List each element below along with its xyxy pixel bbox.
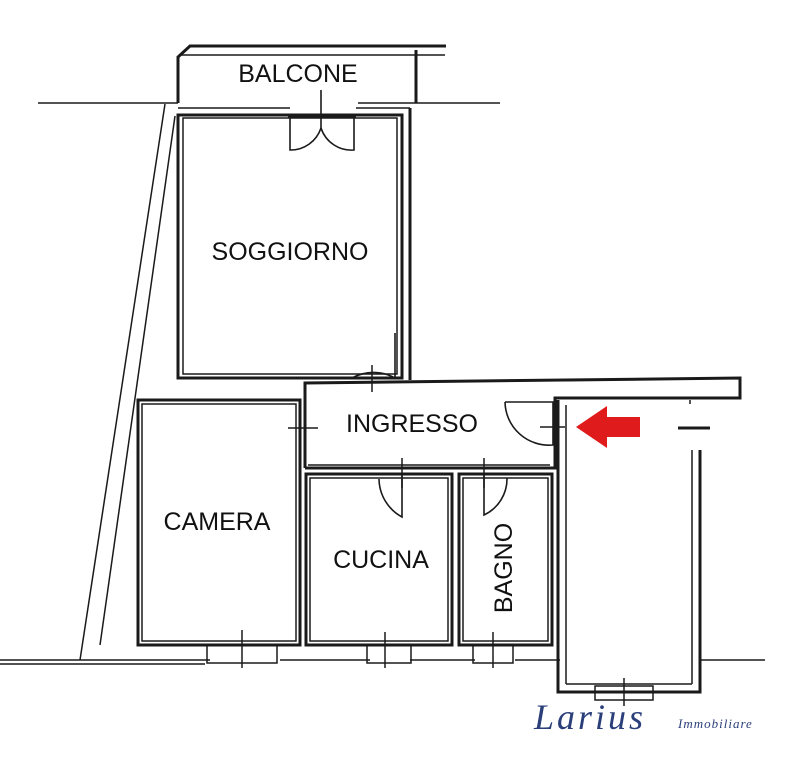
right-room-walls bbox=[556, 400, 702, 706]
arrow-left-icon bbox=[576, 406, 640, 448]
outer-walls bbox=[0, 102, 765, 665]
room-label-camera: CAMERA bbox=[164, 508, 271, 536]
bagno-walls bbox=[457, 458, 554, 668]
room-label-bagno: BAGNO bbox=[490, 523, 518, 613]
room-label-ingresso: INGRESSO bbox=[346, 410, 478, 438]
logo-name: Larius bbox=[533, 697, 646, 737]
room-label-balcone: BALCONE bbox=[238, 60, 357, 88]
cucina-walls bbox=[304, 458, 454, 668]
logo-tagline: Immobiliare bbox=[677, 716, 753, 731]
room-label-cucina: CUCINA bbox=[333, 546, 429, 574]
ingresso-walls bbox=[288, 376, 742, 470]
soggiorno-walls bbox=[176, 90, 412, 392]
room-label-soggiorno: SOGGIORNO bbox=[212, 238, 369, 266]
camera-walls bbox=[136, 398, 302, 668]
logo: Larius Immobiliare bbox=[533, 697, 753, 737]
balcony-outline bbox=[176, 44, 446, 103]
